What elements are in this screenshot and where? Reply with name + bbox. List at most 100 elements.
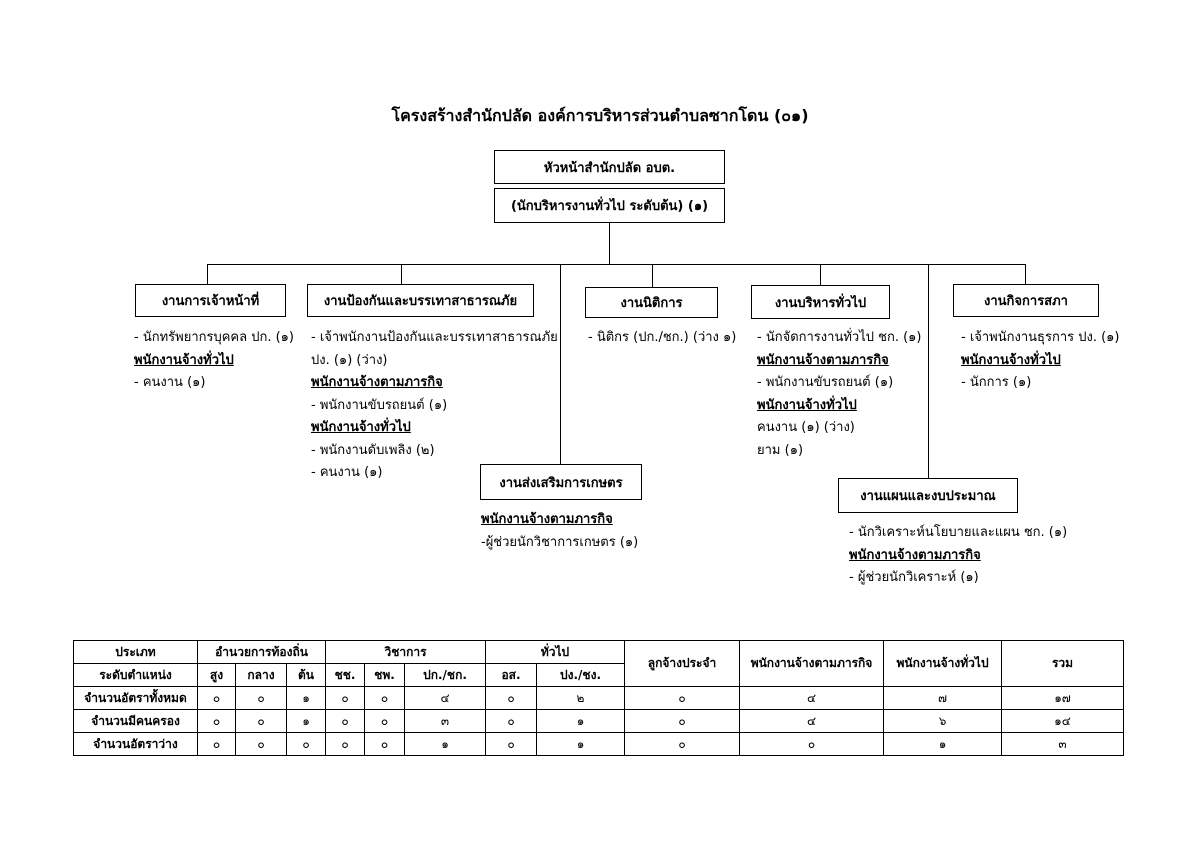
general-employee-header: พนักงานจ้างทั่วไป (883, 640, 1003, 687)
staff-line: - นักวิเคราะห์นโยบายและแผน ชก. (๑) (849, 525, 1068, 540)
staff-line: - นักจัดการงานทั่วไป ชก. (๑) (757, 330, 922, 345)
table-cell: ๐ (197, 686, 236, 710)
table-cell: ๓ (1001, 732, 1125, 756)
type-header: ประเภท (73, 640, 198, 664)
table-cell: ๐ (485, 732, 538, 756)
table-cell: ๔ (739, 686, 885, 710)
staff-list-personnel: - นักทรัพยากรบุคคล ปก. (๑) พนักงานจ้างทั… (134, 327, 294, 395)
head-box-title: หัวหน้าสำนักปลัด อบต. (494, 150, 725, 184)
table-cell: ๐ (325, 732, 366, 756)
mission-employee-header: พนักงานจ้างตามภารกิจ (739, 640, 885, 687)
staff-line: - พนักงานดับเพลิง (๒) (311, 442, 435, 458)
level-cell: กลาง (235, 663, 287, 687)
table-cell: ๐ (485, 709, 538, 733)
table-cell: ๐ (364, 709, 406, 733)
table-cell: ๐ (364, 686, 406, 710)
staff-line: คนงาน (๑) (ว่าง) (757, 420, 855, 435)
connector-agriculture (560, 264, 561, 464)
level-cell: ชช. (325, 663, 366, 687)
unit-name-planning: งานแผนและงบประมาณ (860, 489, 996, 504)
staff-list-agriculture: พนักงานจ้างตามภารกิจ -ผู้ช่วยนักวิชาการเ… (481, 509, 638, 554)
staff-heading: พนักงานจ้างทั่วไป (961, 352, 1061, 368)
level-cell: ชพ. (364, 663, 406, 687)
head-position-label: (นักบริหารงานทั่วไป ระดับต้น) (๑) (510, 199, 709, 214)
staff-line: ยาม (๑) (757, 442, 804, 458)
unit-name-admin: งานบริหารทั่วไป (774, 295, 867, 311)
level-cell: ปง./ชง. (536, 663, 626, 687)
regular-employee-header: ลูกจ้างประจำ (624, 640, 741, 687)
unit-name-council: งานกิจการสภา (984, 294, 1068, 309)
staff-line: - นิติกร (ปก./ชก.) (ว่าง ๑) (588, 330, 737, 345)
level-cell: สูง (197, 663, 236, 687)
table-cell: ๐ (364, 732, 406, 756)
staff-heading: พนักงานจ้างทั่วไป (134, 352, 234, 368)
table-cell: ๑ (285, 709, 327, 733)
table-cell: ๑ (285, 686, 327, 710)
table-cell: ๗ (883, 686, 1003, 710)
staff-line: -ผู้ช่วยนักวิชาการเกษตร (๑) (481, 534, 639, 550)
unit-box-planning: งานแผนและงบประมาณ (838, 478, 1018, 513)
staff-heading: พนักงานจ้างตามภารกิจ (311, 375, 443, 390)
connector-legal (652, 264, 653, 287)
staff-line: - คนงาน (๑) (311, 465, 383, 480)
unit-box-council: งานกิจการสภา (953, 284, 1099, 317)
table-cell: ๑ (883, 732, 1003, 756)
level-header: ระดับตำแหน่ง (73, 663, 198, 687)
level-cell: ต้น (285, 663, 327, 687)
level-cell: อส. (485, 663, 538, 687)
unit-name-agriculture: งานส่งเสริมการเกษตร (499, 475, 623, 491)
table-cell: ๖ (883, 709, 1003, 733)
staff-heading: พนักงานจ้างทั่วไป (311, 420, 411, 435)
staff-line: - ผู้ช่วยนักวิเคราะห์ (๑) (849, 570, 979, 585)
unit-box-disaster: งานป้องกันและบรรเทาสาธารณภัย (307, 284, 534, 317)
table-cell: ๑ (536, 732, 626, 756)
connector-admin (820, 264, 821, 285)
staff-list-planning: - นักวิเคราะห์นโยบายและแผน ชก. (๑) พนักง… (849, 522, 1067, 590)
unit-box-personnel: งานการเจ้าหน้าที่ (135, 284, 286, 317)
staff-list-admin: - นักจัดการงานทั่วไป ชก. (๑) พนักงานจ้าง… (757, 327, 921, 462)
staff-list-legal: - นิติกร (ปก./ชก.) (ว่าง ๑) (588, 327, 736, 350)
staff-line: - พนักงานขับรถยนต์ (๑) (311, 397, 448, 413)
table-row: จำนวนมีคนครอง๐๐๑๐๐๓๐๑๐๔๖๑๔ (73, 709, 1125, 733)
level-cell: ปก./ชก. (404, 663, 487, 687)
staff-line: - เจ้าพนักงานธุรการ ปง. (๑) (961, 330, 1120, 345)
table-header-row-2: ระดับตำแหน่ง สูง กลาง ต้น ชช. ชพ. ปก./ชก… (73, 663, 1124, 687)
table-row: จำนวนอัตราทั้งหมด๐๐๑๐๐๔๐๒๐๔๗๑๗ (73, 686, 1125, 710)
staff-list-council: - เจ้าพนักงานธุรการ ปง. (๑) พนักงานจ้างท… (961, 327, 1120, 395)
page-title: โครงสร้างสำนักปลัด องค์การบริหารส่วนตำบล… (391, 106, 809, 125)
staff-line: - นักการ (๑) (961, 375, 1032, 390)
staff-heading: พนักงานจ้างตามภารกิจ (757, 352, 889, 368)
table-cell: ๐ (197, 709, 236, 733)
staff-heading: พนักงานจ้างทั่วไป (757, 397, 857, 413)
position-summary-table: ประเภท อำนวยการท้องถิ่น วิชาการ ทั่วไป ล… (73, 640, 1125, 756)
group-local-header: อำนวยการท้องถิ่น (196, 640, 327, 664)
table-header-row-1: ประเภท อำนวยการท้องถิ่น วิชาการ ทั่วไป ล… (73, 640, 1125, 687)
unit-box-agriculture: งานส่งเสริมการเกษตร (480, 464, 642, 500)
unit-name-disaster: งานป้องกันและบรรเทาสาธารณภัย (323, 294, 518, 309)
connector-planning (928, 264, 929, 478)
connector-head-down (609, 223, 610, 265)
connector-disaster (401, 264, 402, 284)
table-cell: ๑ (536, 709, 626, 733)
table-cell: ๑๗ (1001, 686, 1125, 710)
row-label: จำนวนมีคนครอง (73, 709, 198, 733)
table-cell: ๓ (404, 709, 487, 733)
table-cell: ๐ (235, 709, 287, 733)
staff-line: - พนักงานขับรถยนต์ (๑) (757, 375, 894, 390)
connector-horizontal-bus (207, 264, 1026, 265)
table-body: จำนวนอัตราทั้งหมด๐๐๑๐๐๔๐๒๐๔๗๑๗จำนวนมีคนค… (73, 686, 1125, 756)
table-cell: ๐ (285, 732, 327, 756)
group-academic-header: วิชาการ (325, 640, 487, 664)
unit-box-admin: งานบริหารทั่วไป (751, 285, 890, 319)
connector-council (1025, 264, 1026, 284)
staff-line: - คนงาน (๑) (134, 375, 206, 390)
staff-heading: พนักงานจ้างตามภารกิจ (849, 547, 981, 563)
head-title-label: หัวหน้าสำนักปลัด อบต. (543, 160, 676, 176)
row-label: จำนวนอัตราว่าง (73, 732, 198, 756)
group-general-header: ทั่วไป (485, 640, 626, 664)
connector-personnel (207, 264, 208, 284)
table-cell: ๐ (624, 709, 741, 733)
table-cell: ๐ (624, 732, 741, 756)
table-cell: ๐ (197, 732, 236, 756)
table-cell: ๑๔ (1001, 709, 1125, 733)
